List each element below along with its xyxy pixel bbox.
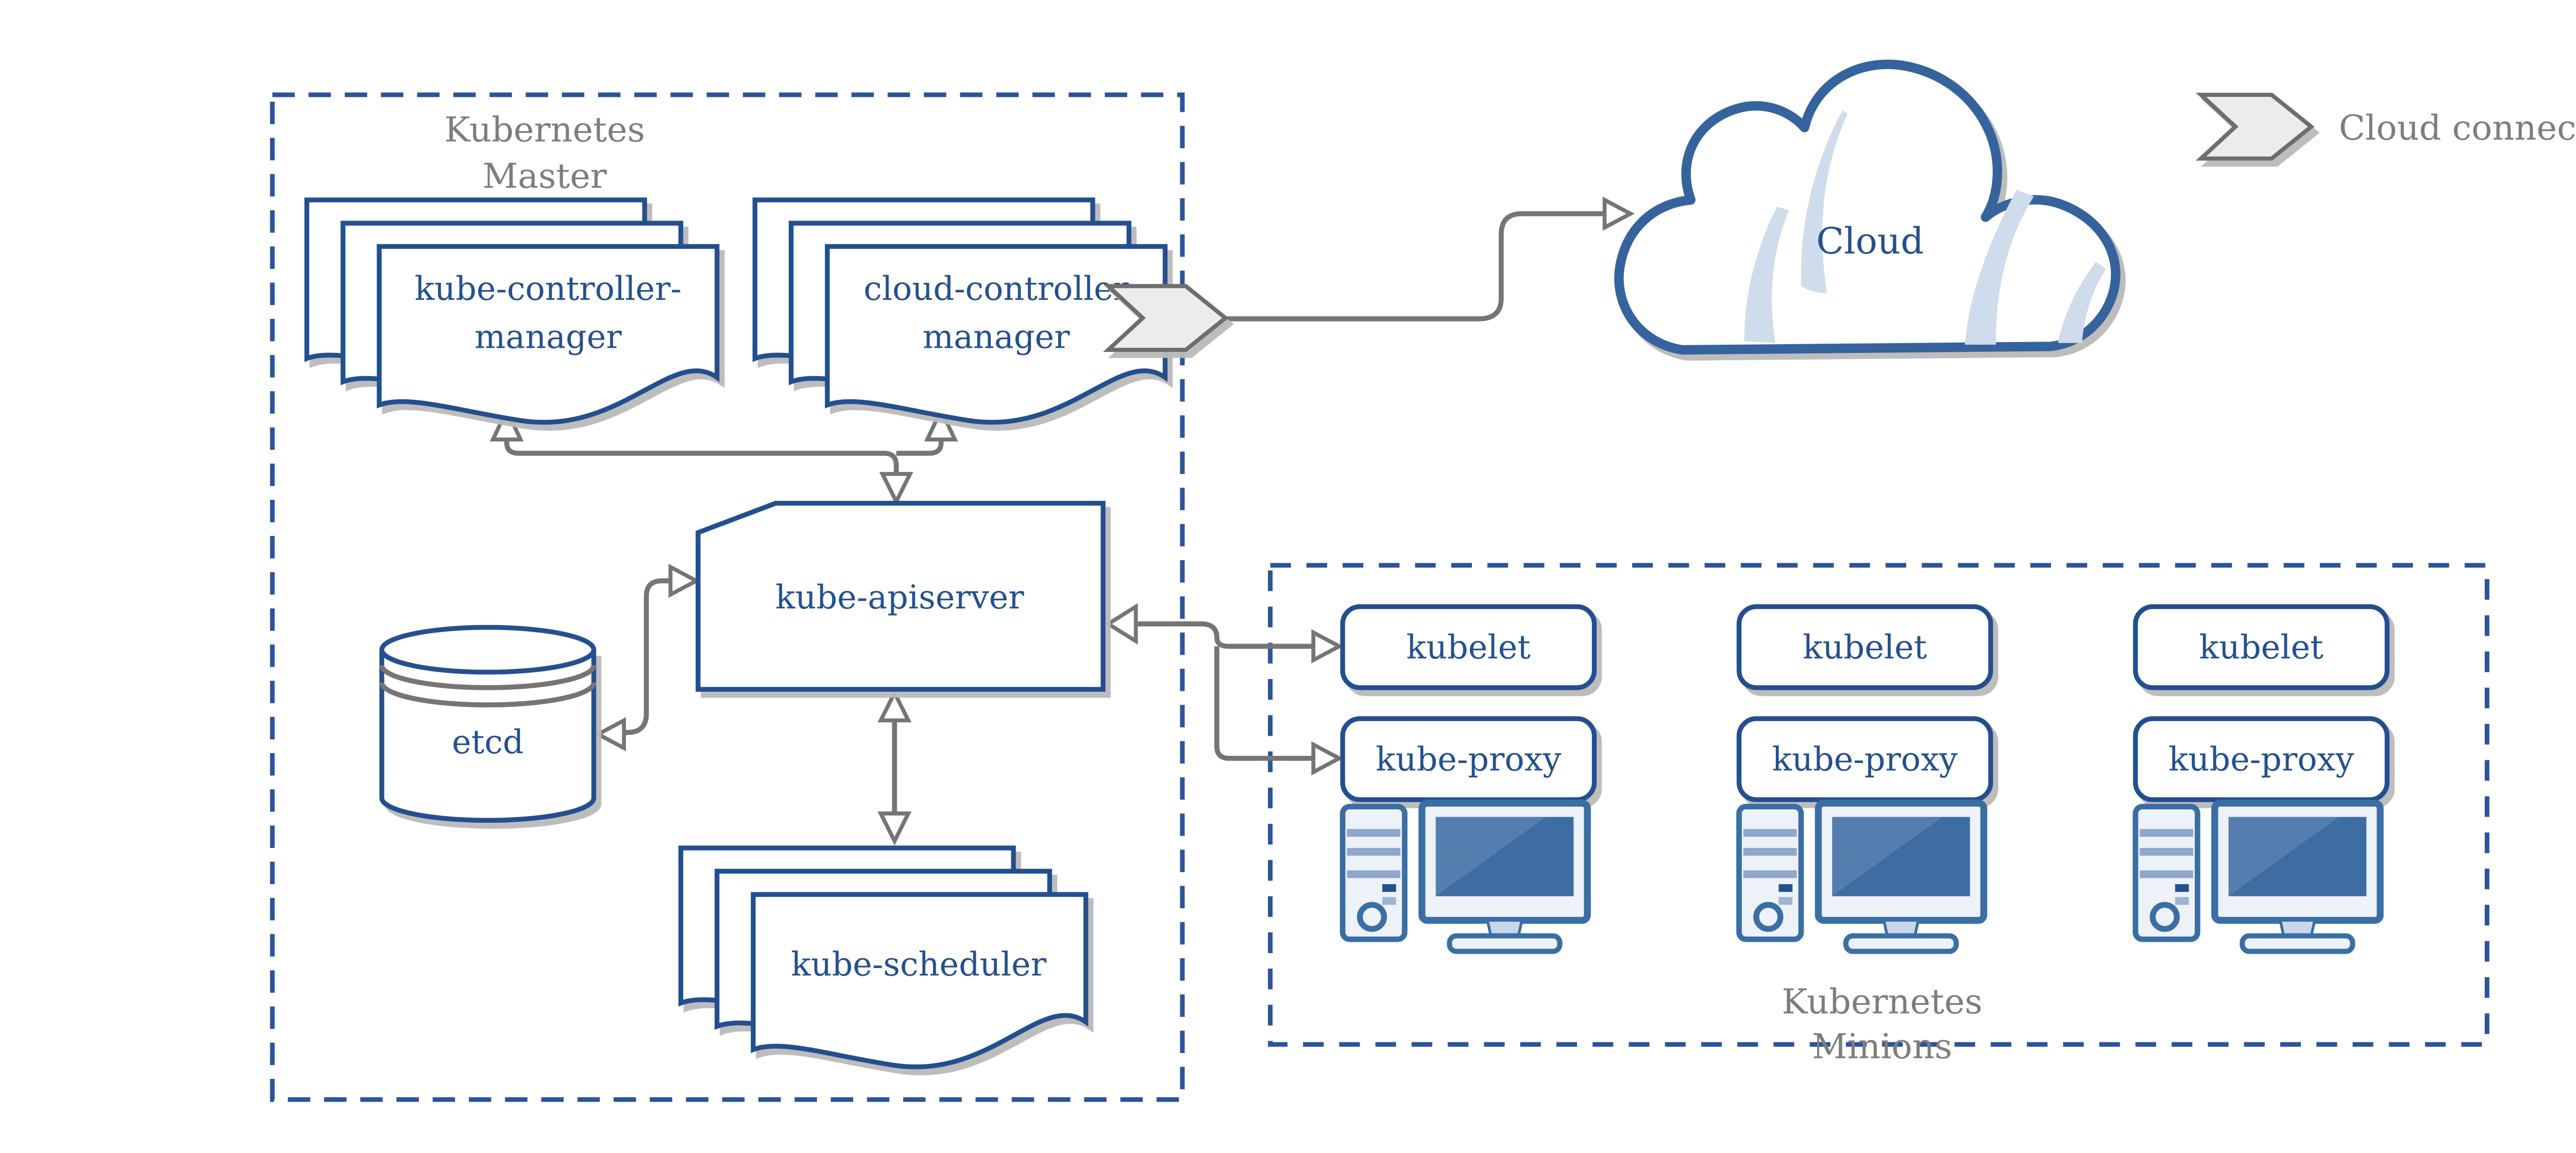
kube-controller-manager-node: kube-controller- manager [304, 197, 720, 425]
tower-stripe [2140, 870, 2193, 878]
tower-slot [2175, 897, 2189, 905]
monitor-base [1447, 933, 1563, 954]
cloud-slash [1801, 110, 1848, 293]
apiserver-shape [696, 501, 1106, 692]
tower-stripe [1347, 847, 1401, 856]
connector-apiserver-scheduler [877, 688, 912, 846]
arrowhead-right-apiserver [668, 564, 701, 598]
tower-power-button [1357, 902, 1387, 932]
arrowhead-left-etcd [594, 717, 626, 752]
arrowhead-up-apiserver [877, 688, 912, 723]
tower-stripe [1347, 870, 1401, 878]
tower-stripe [1347, 829, 1401, 837]
screen-highlight [1435, 817, 1546, 896]
kube-proxy-label-1: kube-proxy [1376, 740, 1561, 778]
monitor-screen [2228, 817, 2367, 896]
monitor-base [2240, 933, 2355, 954]
arrowhead-up-kcm [489, 405, 524, 442]
legend-cloud-connector: Cloud connector [2195, 92, 2576, 161]
cloud-controller-manager-node: cloud-controller manager [752, 197, 1229, 425]
arrowhead-down-apiserver [879, 472, 913, 506]
cloud-label: Cloud [1816, 220, 1924, 262]
arrowhead-right-into-kubelet [1311, 629, 1344, 664]
etcd-node: etcd [379, 625, 597, 823]
kubernetes-master-boundary [270, 92, 1185, 1102]
tower-slot [1778, 884, 1793, 892]
database-icon [379, 650, 597, 823]
kube-proxy-label-3: kube-proxy [2168, 740, 2354, 778]
tower-stripe [2140, 847, 2193, 856]
kube-scheduler-node: kube-scheduler [678, 845, 1089, 1070]
kube-scheduler-label: kube-scheduler [791, 945, 1046, 983]
kubelet-label-2: kubelet [1803, 628, 1927, 666]
arrowhead-right-into-cloud [1602, 196, 1635, 231]
tower-stripe [1743, 847, 1797, 856]
cloud-controller-manager-label-line1: cloud-controller [863, 269, 1129, 308]
cloud-node: Cloud [1614, 59, 2121, 355]
tower-power-button [2149, 902, 2180, 932]
tower-slot [1778, 897, 1793, 905]
kube-controller-manager-label-line2: manager [474, 318, 622, 356]
tower-power-button [1753, 902, 1784, 932]
database-icon-top [379, 625, 597, 675]
computer-icon [2132, 800, 2384, 954]
monitor-base [1843, 933, 1959, 954]
cloud-slash [2058, 262, 2107, 343]
arrowhead-right-into-kubeproxy [1311, 741, 1344, 776]
minion-node-3: kubelet kube-proxy [2132, 604, 2390, 954]
kube-proxy-label-2: kube-proxy [1772, 740, 1958, 778]
cloud-connector-icon [1103, 284, 1229, 352]
minions-title-line2: Minions [1812, 1026, 1952, 1066]
tower-stripe [1743, 870, 1797, 878]
screen-highlight [2228, 817, 2339, 896]
minion-node-1: kubelet kube-proxy [1340, 604, 1597, 954]
document-icon [825, 244, 1168, 425]
arrowhead-up-ccm [924, 405, 958, 442]
connector-apiserver-node1 [1104, 603, 1344, 776]
screen-highlight [1832, 817, 1943, 896]
tower-stripe [2140, 829, 2193, 837]
kube-apiserver-label: kube-apiserver [775, 578, 1024, 616]
cloud-icon [1614, 59, 2121, 355]
arrowhead-left-into-apiserver [1104, 603, 1138, 645]
legend-label: Cloud connector [2339, 108, 2576, 148]
connector-etcd-apiserver [594, 564, 701, 752]
kubernetes-minions-boundary [1268, 563, 2489, 1047]
document-icon [377, 244, 720, 425]
tower-slot [1382, 884, 1396, 892]
kube-apiserver-node: kube-apiserver [696, 501, 1106, 692]
computer-icon [1340, 800, 1591, 954]
kubelet-label-1: kubelet [1406, 628, 1531, 666]
cloud-controller-manager-label-line2: manager [923, 318, 1070, 356]
cloud-slash [1964, 189, 2034, 345]
cloud-slash [1744, 207, 1789, 343]
arrowhead-down-scheduler [877, 811, 912, 846]
tower-stripe [1743, 829, 1797, 837]
kubelet-box-2 [1736, 604, 1993, 690]
monitor-screen [1435, 817, 1574, 896]
kube-controller-manager-label-line1: kube-controller- [415, 269, 682, 308]
document-icon [751, 892, 1089, 1070]
etcd-label: etcd [452, 723, 523, 761]
tower-slot [2175, 884, 2189, 892]
database-ring [379, 665, 597, 690]
cloud-connector-icon [2195, 92, 2315, 161]
minions-title-line1: Kubernetes [1782, 981, 1982, 1022]
database-ring [379, 682, 597, 708]
master-title-line1: Kubernetes [444, 109, 645, 149]
minion-node-2: kubelet kube-proxy [1736, 604, 1993, 954]
tower-slot [1382, 897, 1396, 905]
master-title-line2: Master [483, 156, 607, 196]
computer-icon [1736, 800, 1988, 954]
connector-ccm-cloud [1227, 196, 1635, 321]
kubelet-box-1 [1340, 604, 1597, 690]
monitor-screen [1832, 817, 1970, 896]
kubelet-box-3 [2133, 604, 2390, 690]
connector-controllers-apiserver [489, 405, 958, 506]
kubelet-label-3: kubelet [2199, 628, 2324, 666]
